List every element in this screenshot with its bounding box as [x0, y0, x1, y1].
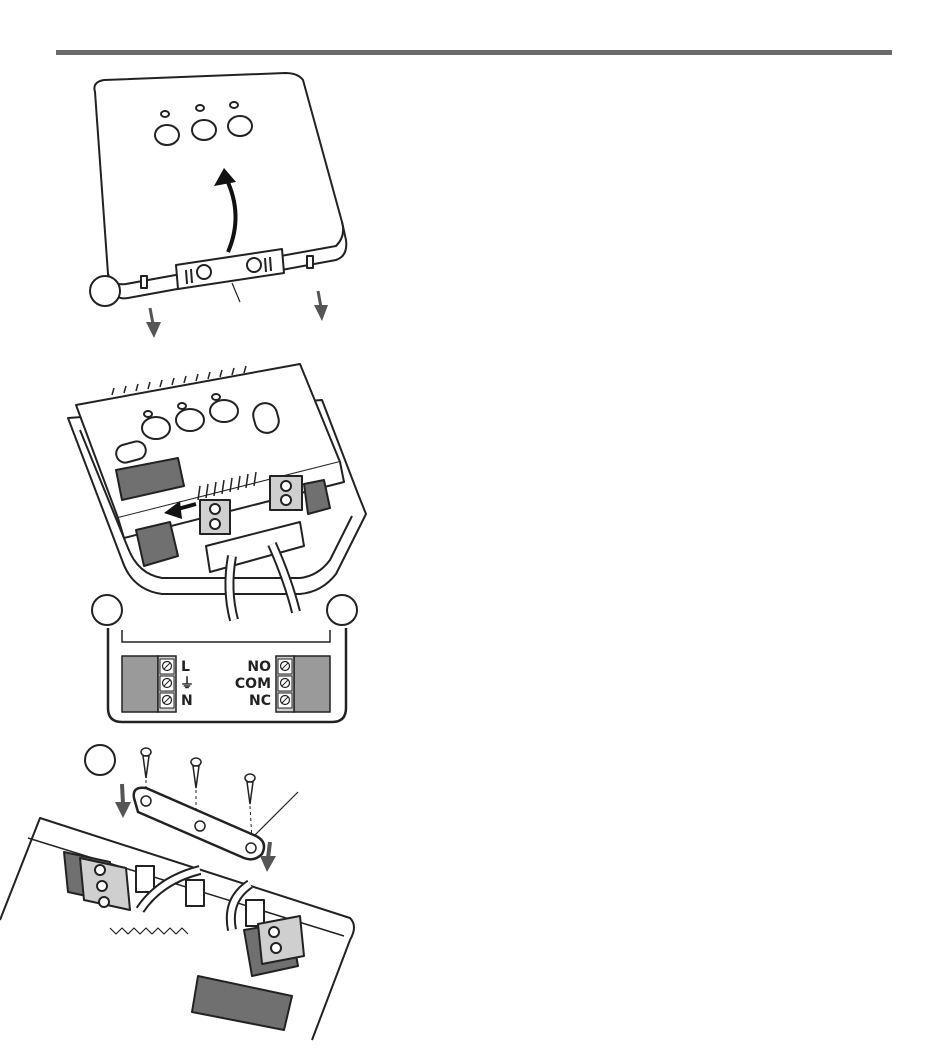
top-rule: [56, 50, 892, 55]
device-base-closeup: [0, 818, 354, 1040]
step-circle-3: [327, 595, 357, 625]
callout-line-latch: [232, 283, 240, 302]
step-circle-4: [85, 745, 115, 775]
terminal-label-com: COM: [235, 676, 271, 692]
down-arrow-right: [314, 291, 328, 321]
terminal-block-left: L ⏚ N: [122, 656, 194, 712]
step-circle-2: [92, 595, 122, 625]
wiring-bracket: [122, 630, 330, 642]
terminal-label-no: NO: [247, 659, 271, 675]
callout-line-bar: [254, 792, 298, 836]
device-closed: [94, 73, 346, 298]
terminal-label-earth: ⏚: [180, 676, 194, 692]
down-arrow-step4-left: [115, 784, 131, 818]
terminal-label-nc: NC: [249, 693, 271, 709]
down-arrow-left: [146, 308, 161, 338]
terminal-label-l: L: [181, 659, 190, 675]
step-circle-1: [90, 276, 120, 306]
terminal-block-right: NO COM NC: [235, 656, 330, 712]
device-open: [68, 364, 366, 620]
terminal-label-n: N: [181, 693, 193, 709]
